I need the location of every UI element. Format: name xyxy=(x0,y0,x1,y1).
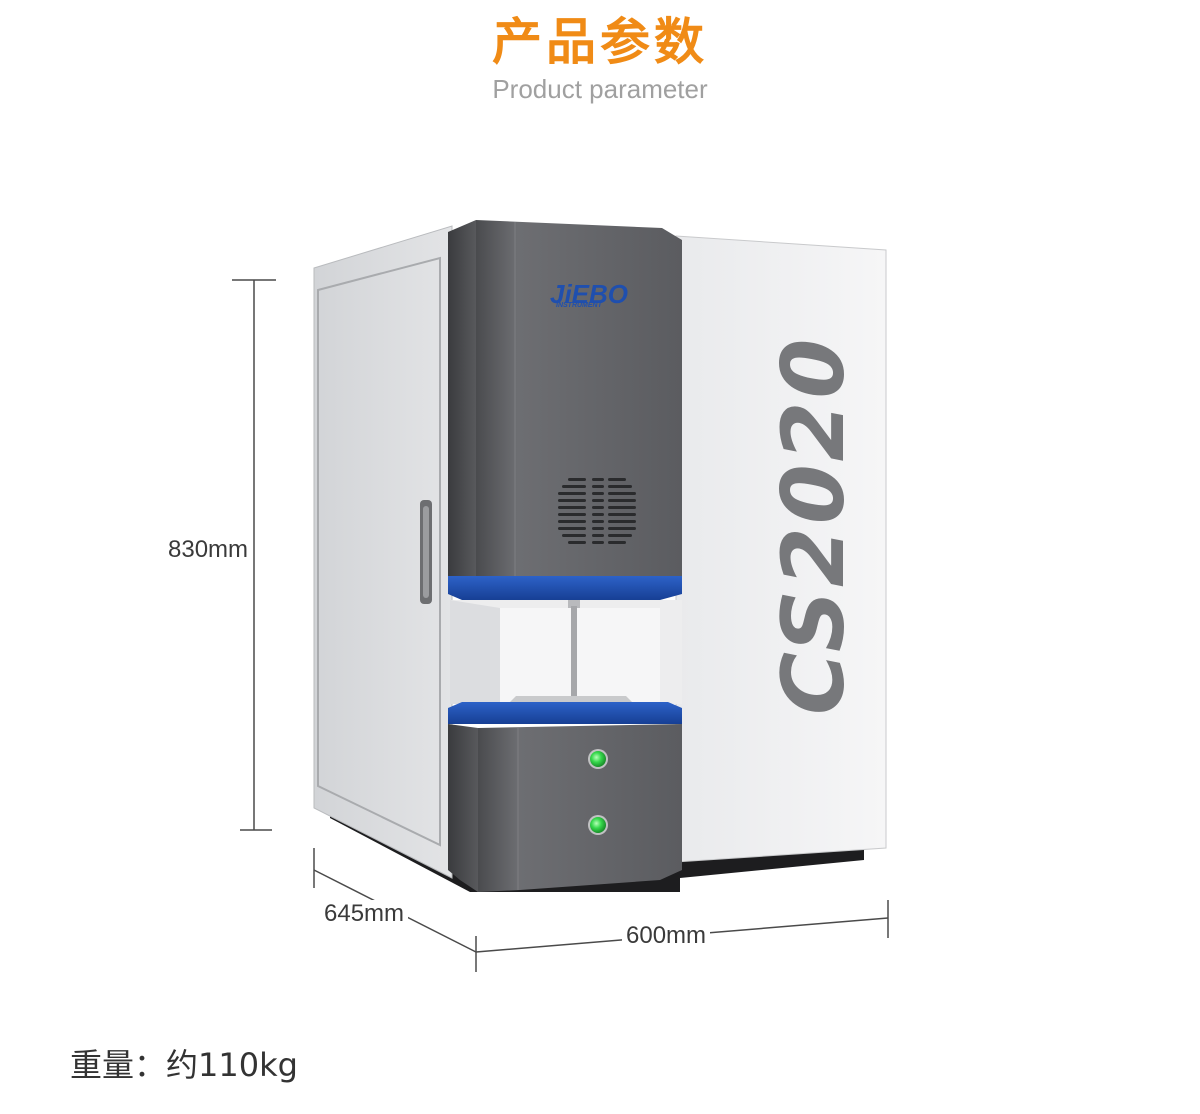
width-dimension-label: 600mm xyxy=(622,922,711,950)
vent-slot xyxy=(558,499,586,502)
vent-slot xyxy=(592,485,604,488)
vent-slot xyxy=(592,527,604,530)
vent-slot xyxy=(608,499,636,502)
lance-rod xyxy=(571,606,577,698)
lower-block-side xyxy=(448,724,478,892)
upper-block-front xyxy=(476,220,682,578)
vent-slot xyxy=(592,492,604,495)
vent-slot xyxy=(558,506,586,509)
vent-slot xyxy=(592,513,604,516)
vent-slot xyxy=(592,478,604,481)
vent-slot xyxy=(608,513,636,516)
vent-slot xyxy=(608,492,636,495)
vent-slot xyxy=(608,534,632,537)
vent-slot xyxy=(558,527,586,530)
vent-slot xyxy=(558,513,586,516)
lower-blue-band xyxy=(448,702,682,724)
vent-slot xyxy=(592,506,604,509)
weight-spec: 重量：约110kg xyxy=(70,1046,298,1084)
vent-slot xyxy=(592,499,604,502)
vent-slot xyxy=(608,520,636,523)
upper-block-side xyxy=(448,220,476,590)
vent-slot xyxy=(608,485,632,488)
vent-grille xyxy=(558,478,636,544)
page-subtitle: Product parameter xyxy=(492,74,708,104)
vent-slot xyxy=(562,485,586,488)
upper-blue-band xyxy=(448,576,682,600)
vent-slot xyxy=(608,506,636,509)
indicator-led-bottom xyxy=(590,817,606,833)
vent-slot xyxy=(592,541,604,544)
vent-slot xyxy=(562,534,586,537)
vent-slot xyxy=(592,534,604,537)
depth-dimension-label: 645mm xyxy=(320,900,409,928)
left-door-outline xyxy=(317,256,441,847)
brand-logo-subtext: INSTRUMENT xyxy=(556,302,603,309)
height-dimension-label: 830mm xyxy=(164,536,253,564)
brand-logo: JiEBO xyxy=(550,279,628,309)
indicator-led-top xyxy=(590,751,606,767)
model-label: CS2020 xyxy=(764,336,864,715)
vent-slot xyxy=(558,520,586,523)
lower-block-front xyxy=(478,724,682,892)
vent-slot xyxy=(568,541,586,544)
vent-slot xyxy=(558,492,586,495)
page-title: 产品参数 xyxy=(492,13,708,71)
vent-slot xyxy=(608,527,636,530)
vent-slot xyxy=(608,478,626,481)
vent-slot xyxy=(608,541,626,544)
vent-slot xyxy=(568,478,586,481)
vent-slot xyxy=(592,520,604,523)
left-side-panel xyxy=(313,225,453,879)
